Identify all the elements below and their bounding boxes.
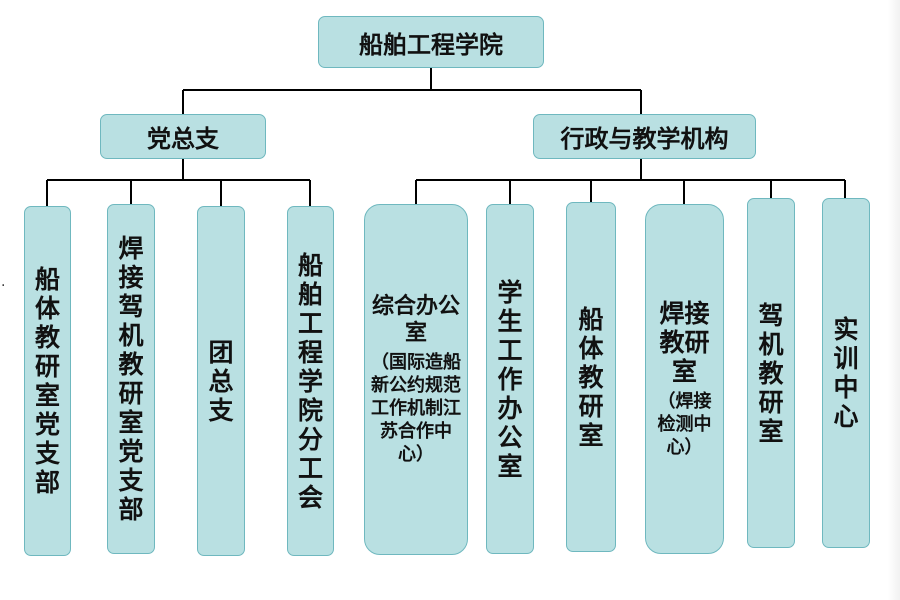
student-affairs-office-node: 学生工作办公室 bbox=[486, 204, 534, 554]
welding-office-node: 焊接教研室 （焊接检测中心） bbox=[645, 204, 724, 554]
root-node: 船舶工程学院 bbox=[318, 16, 544, 68]
hull-office-label: 船体教研室 bbox=[578, 304, 604, 450]
hull-office-party-branch-node: 船体教研室党支部 bbox=[24, 206, 71, 556]
welding-office-party-branch-node: 焊接驾机教研室党支部 bbox=[107, 204, 155, 554]
navigation-office-node: 驾机教研室 bbox=[747, 198, 795, 548]
stray-dot: · bbox=[1, 278, 6, 294]
general-office-label: 综合办公室 bbox=[371, 294, 460, 346]
hull-office-node: 船体教研室 bbox=[566, 202, 616, 552]
labor-union-node: 船舶工程学院分工会 bbox=[287, 206, 334, 556]
student-affairs-office-label: 学生工作办公室 bbox=[497, 277, 523, 481]
general-office-note: （国际造船新公约规范工作机制江苏合作中心） bbox=[371, 352, 461, 465]
youth-league-branch-node: 团总支 bbox=[197, 206, 245, 556]
welding-office-label: 焊接教研室 bbox=[659, 299, 710, 386]
training-center-node: 实训中心 bbox=[822, 198, 870, 548]
party-branch-node: 党总支 bbox=[100, 114, 266, 159]
admin-teaching-node: 行政与教学机构 bbox=[533, 114, 756, 159]
welding-office-note: （焊接检测中心） bbox=[657, 391, 712, 458]
training-center-label: 实训中心 bbox=[833, 315, 859, 431]
general-office-node: 综合办公室 （国际造船新公约规范工作机制江苏合作中心） bbox=[364, 204, 468, 555]
navigation-office-label: 驾机教研室 bbox=[758, 300, 784, 446]
right-edge-shadow bbox=[888, 0, 900, 600]
